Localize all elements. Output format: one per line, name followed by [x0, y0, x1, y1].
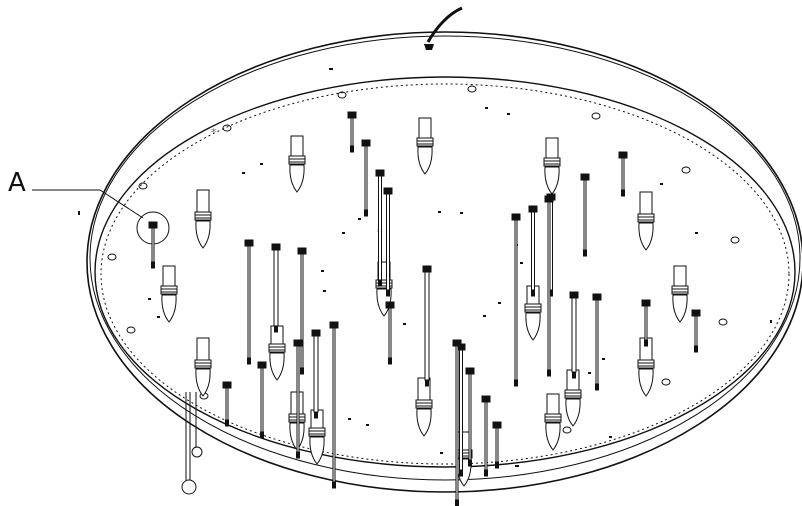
candle-bulb-lamp — [671, 265, 689, 323]
pendant-rod — [293, 339, 303, 459]
pendant-rod — [347, 111, 357, 153]
inner-ring — [94, 76, 796, 468]
pendant-rod — [422, 265, 432, 387]
pendant-rod — [361, 139, 371, 217]
candle-bulb-lamp — [543, 137, 561, 195]
power-cable — [426, 6, 463, 43]
outer-ring — [86, 31, 802, 493]
pendant-rod — [511, 213, 521, 387]
mounting-holes — [107, 85, 740, 434]
pendant-rod — [148, 221, 158, 269]
pendant-rod — [569, 291, 579, 379]
pendant-rod — [592, 293, 602, 391]
pendant-rod — [257, 361, 267, 439]
pendant-rod — [222, 381, 232, 427]
pendant-rod — [618, 151, 628, 197]
candle-bulb-lamp — [637, 191, 655, 251]
candle-bulb-lamp — [564, 369, 582, 427]
candle-bulb-lamp — [308, 409, 326, 465]
inner-ring-dashed-edge — [100, 83, 790, 465]
pendant-rod — [691, 309, 701, 353]
pendant-rod — [452, 339, 462, 506]
cable-cap — [424, 44, 434, 50]
slot-marks — [78, 68, 772, 467]
candle-bulb-lamp — [194, 189, 212, 249]
pendant-rod — [465, 367, 475, 467]
pendant-rod — [297, 247, 307, 375]
candle-bulb-lamp — [415, 377, 433, 437]
candle-bulb-lamp — [637, 337, 655, 397]
pendant-rod — [492, 421, 502, 469]
pendant-rod — [528, 205, 538, 297]
pendant-rods-group — [148, 111, 701, 506]
pendant-rod — [481, 395, 491, 477]
pendant-rod — [641, 299, 651, 347]
outer-ring-inner-edge — [89, 35, 801, 481]
candle-bulb-lamp — [160, 265, 178, 323]
pendant-rod — [271, 243, 281, 333]
candle-bulb-lamp — [194, 337, 212, 397]
pendant-rod — [329, 321, 339, 489]
pendant-rod — [580, 173, 590, 257]
pendant-rod — [375, 169, 385, 287]
pendant-rod — [544, 195, 554, 377]
hanging-drops — [181, 392, 203, 495]
pendant-rod — [244, 239, 254, 365]
candle-bulb-lamp — [268, 325, 286, 381]
pendant-rod — [383, 187, 393, 297]
pendant-rod — [385, 301, 395, 365]
asterisk-mark: * — [211, 126, 217, 139]
candle-bulb-lamp — [416, 117, 434, 175]
candle-bulb-lamp — [288, 135, 306, 193]
candle-bulb-lamp — [544, 393, 562, 451]
callout-label-a: A — [8, 168, 26, 198]
pendant-rod — [311, 329, 321, 419]
callout-leader-line — [32, 189, 144, 219]
